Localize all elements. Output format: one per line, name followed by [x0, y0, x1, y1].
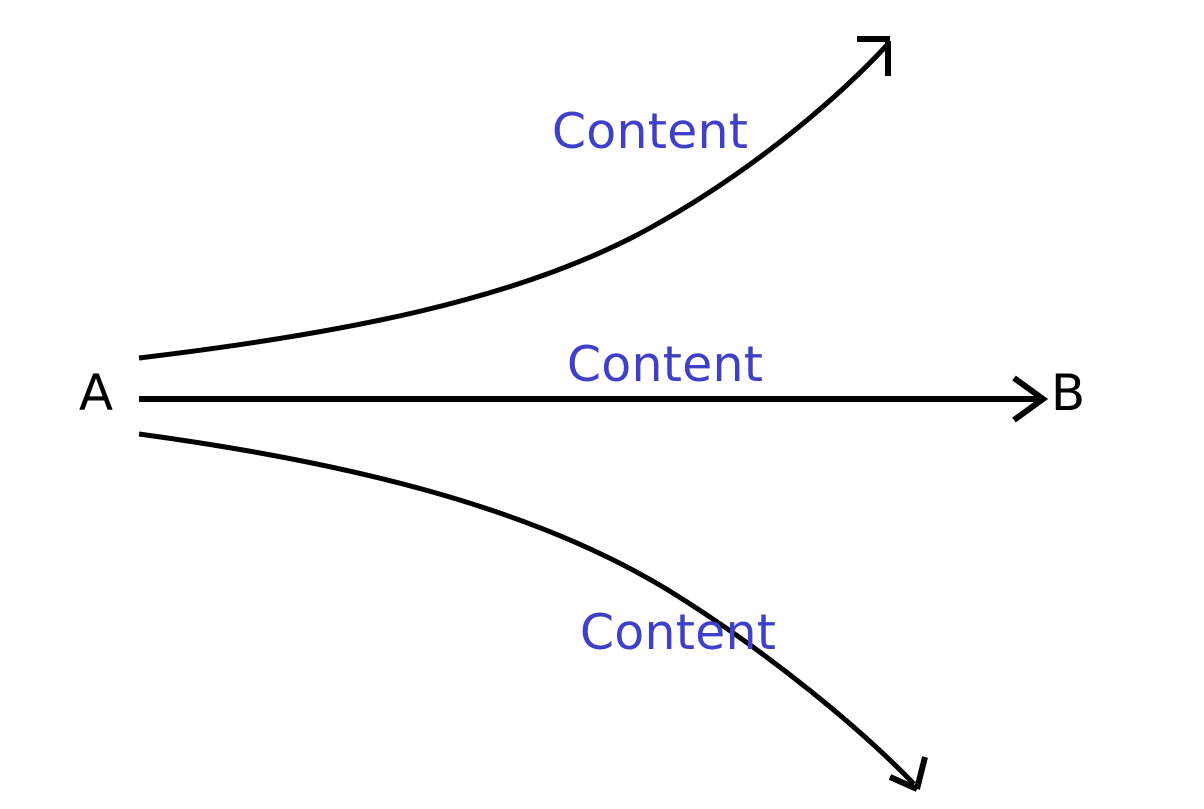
- edge-top-arrowhead-icon: [857, 36, 891, 76]
- edge-bottom-group[interactable]: [138, 431, 928, 792]
- edge-middle-group[interactable]: [139, 375, 1049, 423]
- edge-top-group[interactable]: [138, 36, 891, 361]
- node-label-target: B: [1051, 364, 1085, 422]
- node-label-source: A: [79, 364, 113, 422]
- edge-bottom-line: [138, 431, 916, 786]
- edge-label-bottom: Content: [580, 604, 776, 661]
- edge-label-middle: Content: [567, 336, 763, 393]
- edge-bottom-arrowhead-icon: [888, 756, 928, 792]
- edge-top-line: [138, 42, 890, 361]
- edge-middle-arrowhead-icon: [1012, 375, 1049, 423]
- edge-label-top: Content: [552, 103, 748, 160]
